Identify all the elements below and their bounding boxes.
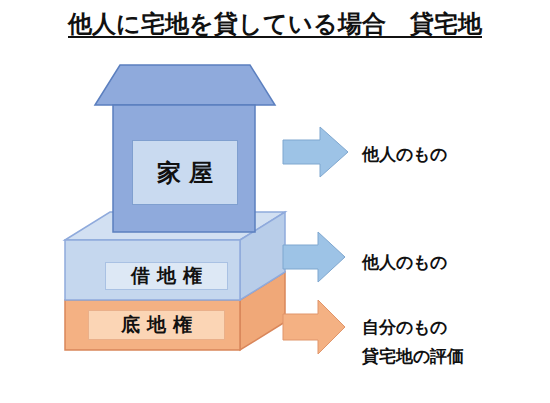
ownership-note: 他人のもの bbox=[362, 143, 447, 166]
block-front bbox=[65, 240, 240, 300]
page-title: 他人に宅地を貸している場合 貸宅地 bbox=[0, 8, 550, 40]
block-arrow bbox=[283, 300, 345, 354]
box-label: 借 地 権 bbox=[131, 263, 201, 289]
ownership-note: 自分のもの bbox=[362, 316, 447, 339]
ownership-note: 貸宅地の評価 bbox=[362, 345, 464, 368]
block-arrow bbox=[283, 127, 348, 177]
box-label: 家 屋 bbox=[157, 157, 213, 189]
house-body bbox=[113, 105, 255, 232]
box-label: 底 地 権 bbox=[121, 312, 191, 338]
label-box: 家 屋 bbox=[132, 140, 238, 205]
block-front bbox=[65, 300, 240, 350]
house-roof bbox=[95, 65, 275, 105]
block-arrow bbox=[283, 232, 345, 282]
label-box: 底 地 権 bbox=[88, 310, 225, 340]
ownership-note: 他人のもの bbox=[362, 251, 447, 274]
label-box: 借 地 権 bbox=[105, 262, 228, 290]
